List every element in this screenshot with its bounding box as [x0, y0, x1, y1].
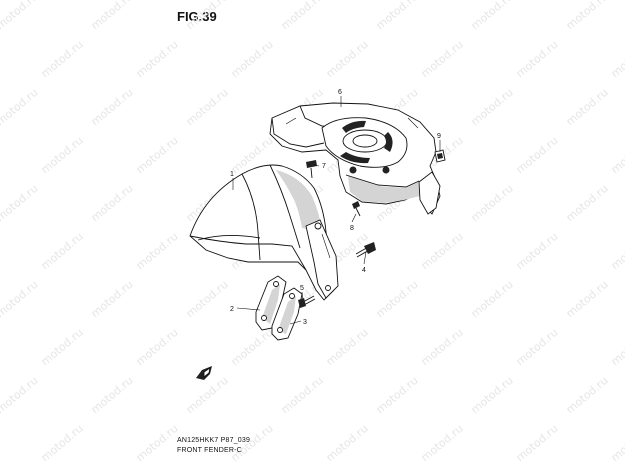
watermark-text: motod.ru [89, 182, 136, 224]
watermark-text: motod.ru [0, 86, 41, 128]
watermark-text: motod.ru [564, 0, 611, 32]
watermark-text: motod.ru [609, 422, 625, 464]
upper-cover-part-6 [269, 102, 441, 215]
front-fender-part-1 [189, 164, 339, 301]
watermark-text: motod.ru [419, 230, 466, 272]
watermark-text: motod.ru [279, 0, 326, 32]
watermark-text: motod.ru [564, 182, 611, 224]
watermark-text: motod.ru [419, 38, 466, 80]
watermark-text: motod.ru [0, 182, 41, 224]
clip-nut-part-9 [434, 149, 446, 163]
watermark-text: motod.ru [419, 422, 466, 464]
callout-6: 6 [338, 89, 342, 96]
watermark-text: motod.ru [324, 422, 371, 464]
callout-labels: 1 2 3 4 5 6 7 8 9 [230, 89, 441, 326]
watermark-text: motod.ru [609, 38, 625, 80]
watermark-text: motod.ru [324, 326, 371, 368]
figure-title: FIG.39 [177, 9, 217, 24]
callout-7: 7 [322, 163, 326, 170]
watermark-text: motod.ru [469, 278, 516, 320]
watermark-text: motod.ru [374, 374, 421, 416]
callout-8: 8 [350, 225, 354, 232]
watermark-text: motod.ru [514, 38, 561, 80]
watermark-text: motod.ru [419, 326, 466, 368]
callout-2: 2 [230, 306, 234, 313]
watermark-text: motod.ru [39, 230, 86, 272]
watermark-text: motod.ru [229, 326, 276, 368]
callout-5: 5 [300, 285, 304, 292]
watermark-text: motod.ru [514, 134, 561, 176]
watermark-text: motod.ru [564, 374, 611, 416]
watermark-text: motod.ru [134, 38, 181, 80]
callout-3: 3 [303, 319, 307, 326]
watermark-text: motod.ru [134, 134, 181, 176]
watermark-text: motod.ru [184, 86, 231, 128]
callout-4: 4 [362, 267, 366, 274]
bracket-part-3 [271, 287, 303, 341]
watermark-text: motod.ru [469, 0, 516, 32]
watermark-text: motod.ru [0, 0, 41, 32]
watermark-text: motod.ru [89, 278, 136, 320]
watermark-text: motod.ru [374, 278, 421, 320]
watermark-text: motod.ru [0, 278, 41, 320]
watermark-text: motod.ru [134, 326, 181, 368]
watermark-text: motod.ru [89, 0, 136, 32]
screw-part-8 [352, 201, 361, 217]
watermark-text: motod.ru [514, 230, 561, 272]
watermark-text: motod.ru [134, 422, 181, 464]
callout-1: 1 [230, 171, 234, 178]
screw-part-7 [306, 160, 317, 179]
watermark-text: motod.ru [469, 374, 516, 416]
watermark-text: motod.ru [279, 374, 326, 416]
watermark-text: motod.ru [229, 38, 276, 80]
front-direction-arrow-icon [196, 366, 212, 380]
leader-lines [232, 96, 441, 325]
watermark-text: motod.ru [564, 278, 611, 320]
watermark-text: motod.ru [374, 0, 421, 32]
watermark-text: motod.ru [39, 326, 86, 368]
watermark-text: motod.ru [184, 0, 231, 32]
watermark-text: motod.ru [89, 86, 136, 128]
watermark-text: motod.ru [469, 182, 516, 224]
watermark-text: motod.ru [39, 134, 86, 176]
watermark-text: motod.ru [609, 230, 625, 272]
bolt-part-5 [298, 295, 316, 308]
watermark-text: motod.ru [514, 326, 561, 368]
watermark-text: motod.ru [184, 374, 231, 416]
watermark-text: motod.ru [609, 326, 625, 368]
watermark-text: motod.ru [324, 38, 371, 80]
watermark-text: motod.ru [184, 278, 231, 320]
watermark-text: motod.ru [39, 38, 86, 80]
callout-9: 9 [437, 133, 441, 140]
figure-name: FRONT FENDER-C [177, 447, 242, 454]
watermark-text: motod.ru [564, 86, 611, 128]
watermark-text: motod.ru [89, 374, 136, 416]
bolt-part-4 [355, 242, 376, 258]
watermark-text: motod.ru [609, 134, 625, 176]
watermark-text: motod.ru [514, 422, 561, 464]
watermark-text: motod.ru [0, 374, 41, 416]
watermark-text: motod.ru [39, 422, 86, 464]
watermark-text: motod.ru [469, 86, 516, 128]
figure-code: AN125HKK7 P87_039 [177, 437, 251, 444]
watermark-text: motod.ru [134, 230, 181, 272]
